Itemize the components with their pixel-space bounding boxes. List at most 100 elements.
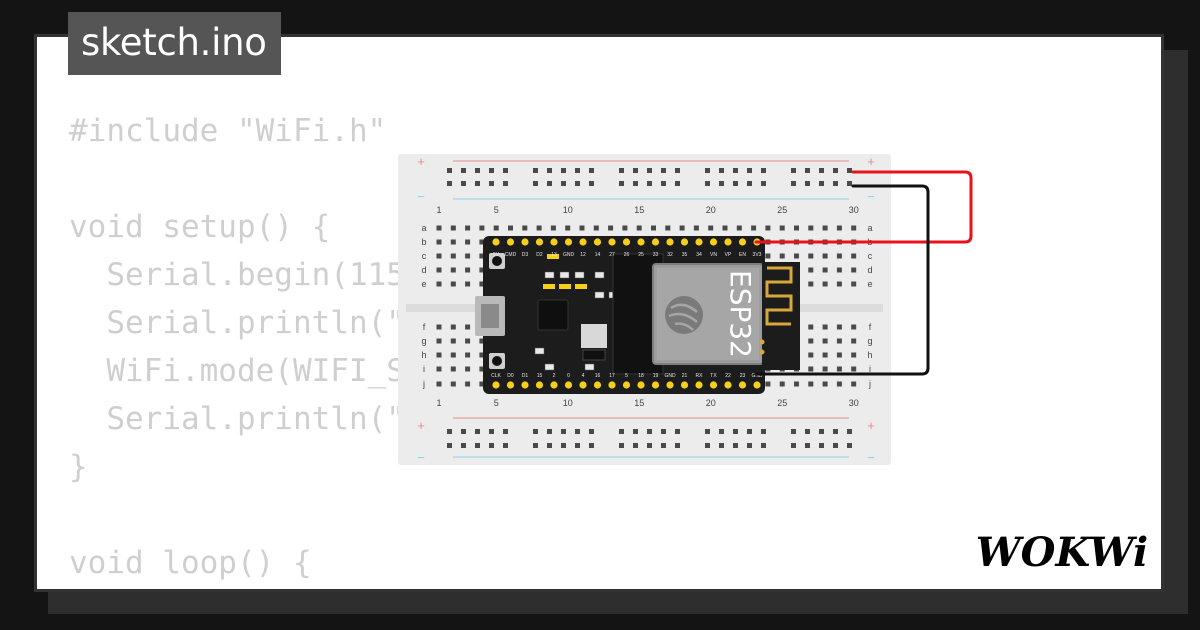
- row-label-left: f: [423, 322, 426, 332]
- hole: [465, 352, 471, 358]
- hole: [436, 281, 442, 287]
- rail-hole: [791, 168, 796, 173]
- rail-hole: [761, 429, 766, 434]
- hole: [836, 324, 842, 330]
- column-number-top: 5: [494, 205, 499, 215]
- header-pin: [521, 381, 529, 389]
- rail-hole: [791, 181, 796, 186]
- column-number-top: 25: [777, 205, 787, 215]
- hole: [465, 253, 471, 259]
- rail-hole: [633, 168, 638, 173]
- rail-hole: [475, 429, 480, 434]
- smd-resistor: [543, 284, 555, 289]
- smd-component: [594, 271, 605, 279]
- hole: [436, 324, 442, 330]
- smd-resistor: [547, 254, 559, 259]
- hole: [665, 225, 671, 231]
- espressif-logo-mark: [668, 303, 698, 331]
- code-line: }: [69, 449, 88, 485]
- hole: [808, 352, 814, 358]
- header-pin: [753, 381, 761, 389]
- file-tab[interactable]: sketch.ino: [68, 12, 281, 75]
- rail-hole: [833, 429, 838, 434]
- hole: [436, 381, 442, 387]
- rail-hole: [847, 443, 852, 448]
- rail-hole: [805, 429, 810, 434]
- hole: [436, 338, 442, 344]
- rail-hole: [661, 181, 666, 186]
- rail-hole: [833, 168, 838, 173]
- rail-hole: [475, 181, 480, 186]
- row-label-left: d: [421, 265, 426, 275]
- pcb-antenna: [765, 266, 793, 326]
- hole: [808, 225, 814, 231]
- top-rail-plus-label: +: [867, 154, 875, 169]
- rail-hole: [805, 168, 810, 173]
- rail-hole: [561, 168, 566, 173]
- header-pin: [695, 381, 703, 389]
- hole: [794, 253, 799, 259]
- hole: [651, 225, 656, 231]
- pin-label: CMD: [505, 252, 517, 258]
- rail-hole: [747, 443, 752, 448]
- rail-hole: [547, 168, 552, 173]
- header-pin: [506, 238, 515, 246]
- hole: [822, 381, 828, 387]
- rail-hole: [447, 443, 452, 448]
- rail-hole: [747, 181, 752, 186]
- hole: [851, 281, 857, 287]
- hole: [765, 381, 771, 387]
- rail-hole: [503, 181, 508, 186]
- regulator-base: [582, 349, 606, 361]
- rail-hole: [503, 429, 508, 434]
- rail-hole: [675, 168, 680, 173]
- rail-hole: [589, 443, 594, 448]
- rail-hole: [619, 168, 624, 173]
- top-rail-plus-label: +: [417, 154, 425, 169]
- hole: [450, 281, 456, 287]
- header-pin: [651, 238, 660, 246]
- rail-hole: [547, 429, 552, 434]
- header-pin: [709, 381, 718, 389]
- hole: [722, 225, 728, 231]
- smd-resistor: [575, 284, 587, 289]
- rail-hole: [791, 443, 796, 448]
- hole: [822, 225, 828, 231]
- hole: [479, 225, 485, 231]
- hole: [465, 225, 471, 231]
- rail-hole: [503, 168, 508, 173]
- header-pin: [492, 238, 500, 246]
- hole: [808, 338, 814, 344]
- pin-label: D2: [536, 252, 543, 258]
- hole: [836, 338, 842, 344]
- smd-component: [584, 363, 595, 371]
- smd-component: [574, 271, 585, 279]
- rail-hole: [575, 443, 580, 448]
- rail-hole: [589, 181, 594, 186]
- bottom-rail-plus-label: +: [867, 418, 875, 433]
- hole: [822, 253, 828, 259]
- hole: [765, 253, 771, 259]
- row-label-left: c: [422, 251, 427, 261]
- rail-hole: [847, 429, 852, 434]
- rail-hole: [761, 168, 766, 173]
- rail-hole: [847, 181, 852, 186]
- header-pin: [608, 381, 616, 389]
- rail-hole: [561, 181, 566, 186]
- smd-component: [544, 363, 555, 371]
- rail-hole: [675, 181, 680, 186]
- code-line: [69, 491, 834, 539]
- esp32-board: ESP323V3ENVPVN343532332526271412GND13D2D…: [475, 236, 800, 394]
- hole: [565, 225, 571, 231]
- pin-label: 5: [625, 373, 628, 379]
- hole: [465, 239, 471, 245]
- rail-hole: [719, 168, 724, 173]
- boot-button-cap: [492, 356, 502, 366]
- rail-hole: [705, 168, 710, 173]
- pin-label: 4: [582, 373, 585, 379]
- rail-hole: [819, 168, 824, 173]
- hole: [836, 281, 842, 287]
- rail-hole: [661, 429, 666, 434]
- smd-resistor: [559, 284, 571, 289]
- bottom-rail-minus-label: −: [417, 450, 425, 465]
